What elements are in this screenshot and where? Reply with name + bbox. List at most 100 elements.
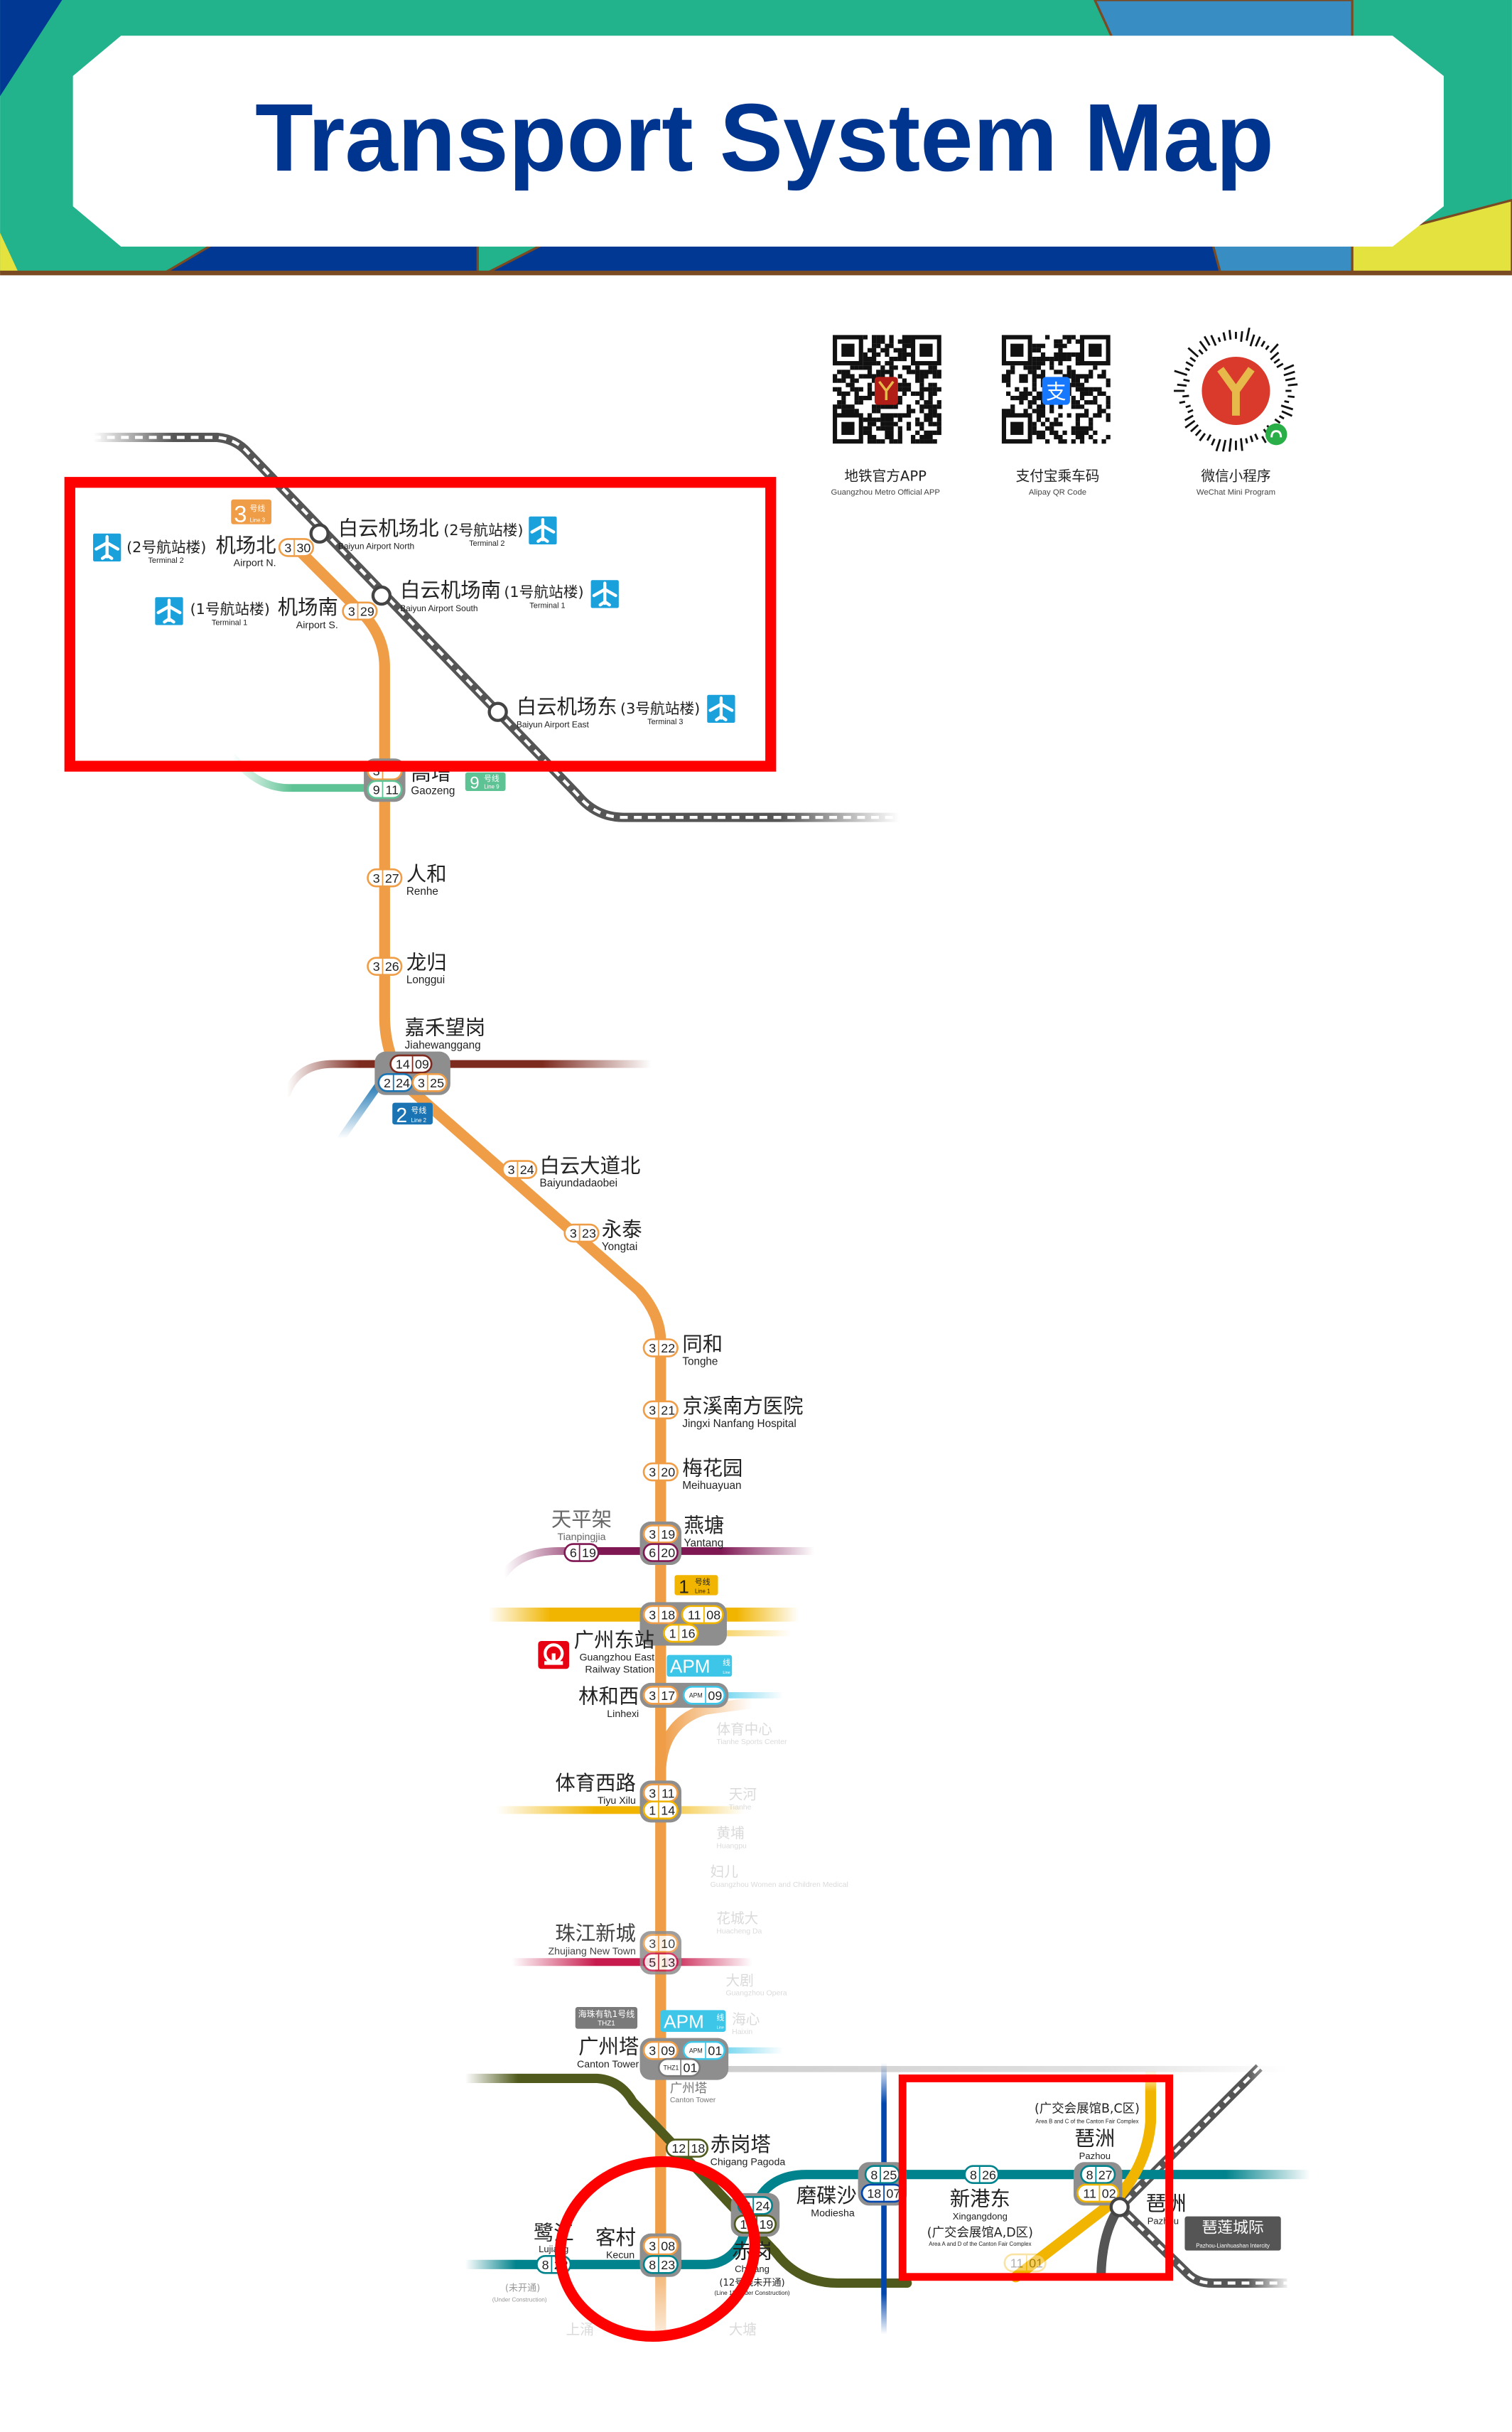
railway-glyph — [544, 1661, 563, 1665]
qr-module — [889, 439, 894, 444]
qr-dash — [1185, 404, 1192, 409]
station-name-cn: 广州塔 — [670, 2082, 707, 2096]
qr-module — [902, 378, 907, 383]
badge-line-number: 3 — [418, 1076, 425, 1090]
qr-module — [837, 387, 842, 392]
qr-module — [1036, 365, 1042, 370]
qr-module — [872, 356, 877, 362]
qr-module — [1075, 404, 1081, 409]
qr-module — [1032, 365, 1037, 370]
qr-finder — [841, 343, 855, 357]
badge-station-number: 20 — [661, 1465, 675, 1480]
qr-module — [863, 374, 868, 379]
intercity-station-marker — [371, 585, 392, 606]
qr-module — [915, 439, 920, 444]
line-6 — [500, 1546, 819, 1578]
badge-outline — [411, 1073, 448, 1092]
qr-module — [928, 387, 933, 392]
qr-module — [885, 361, 890, 366]
qr-dash — [1246, 327, 1251, 341]
qr-dash — [1179, 400, 1186, 404]
qr-module — [876, 404, 881, 409]
qr-module — [1040, 404, 1046, 409]
station-note-cn: (3号航站楼) — [620, 700, 700, 717]
qr-finder — [1010, 343, 1024, 357]
qr-module — [1027, 404, 1032, 409]
qr-module — [924, 430, 929, 436]
qr-module — [932, 439, 937, 444]
qr-module — [936, 404, 941, 409]
qr-module — [915, 370, 920, 375]
badge-station-number: 20 — [661, 1546, 675, 1560]
qr-module — [1023, 387, 1028, 392]
qr-module — [919, 434, 924, 440]
qr-module — [919, 378, 924, 383]
badge-outline — [1080, 2165, 1116, 2185]
badge-line-number: 5 — [649, 1955, 656, 1969]
qr-module — [1032, 430, 1037, 436]
qr-module — [1106, 417, 1111, 422]
qr-module — [876, 409, 881, 414]
line-12 — [460, 2073, 912, 2288]
station-name-en: Baiyun Airport North — [338, 542, 414, 551]
badge-outline — [657, 2057, 701, 2077]
badge-line-number: 8 — [1086, 2168, 1094, 2182]
qr-module — [1071, 352, 1076, 357]
badge-line-number: 11 — [1083, 2186, 1096, 2200]
qr-finder — [1001, 335, 1032, 366]
station-name-en: Modiesha — [811, 2208, 855, 2220]
intercity-line-dashes — [93, 436, 900, 819]
qr-module — [876, 417, 881, 422]
station-name-cn: 永泰 — [602, 1217, 642, 1241]
badge-line-number: 1 — [669, 1627, 676, 1641]
qr-module — [915, 378, 920, 383]
badge-station-number: 01 — [1029, 2256, 1043, 2271]
qr-module — [902, 356, 907, 362]
qr-module — [863, 365, 868, 370]
qr-module — [924, 434, 929, 440]
qr-module — [906, 387, 912, 392]
qr-module — [846, 374, 850, 379]
intercity-station-marker — [309, 523, 330, 544]
qr-module — [858, 374, 863, 379]
qr-module — [932, 409, 937, 414]
qr-module — [1040, 370, 1046, 375]
